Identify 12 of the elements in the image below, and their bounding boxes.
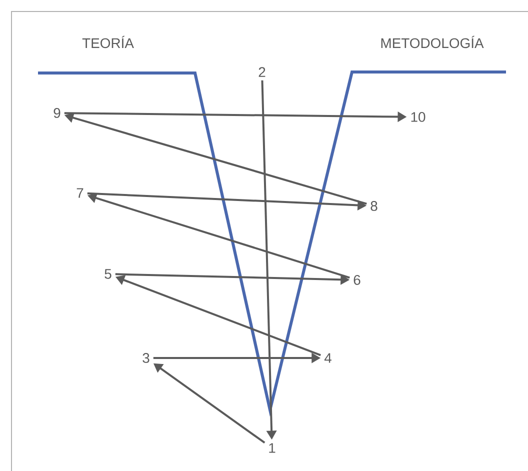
step-number: 4 [324, 353, 332, 363]
heading-label: METODOLOGÍA [381, 36, 484, 48]
step-number: 6 [354, 275, 360, 285]
step-number: 2 [258, 67, 266, 77]
step-number: 7 [76, 188, 84, 198]
step-number: 3 [142, 353, 150, 363]
step-number: 5 [104, 269, 112, 279]
step-number: 1 [269, 443, 276, 453]
step-number: 10 [411, 112, 426, 122]
step-number: 8 [370, 201, 378, 211]
step-number: 9 [54, 108, 60, 118]
heading-label: TEORÍA [82, 36, 134, 48]
